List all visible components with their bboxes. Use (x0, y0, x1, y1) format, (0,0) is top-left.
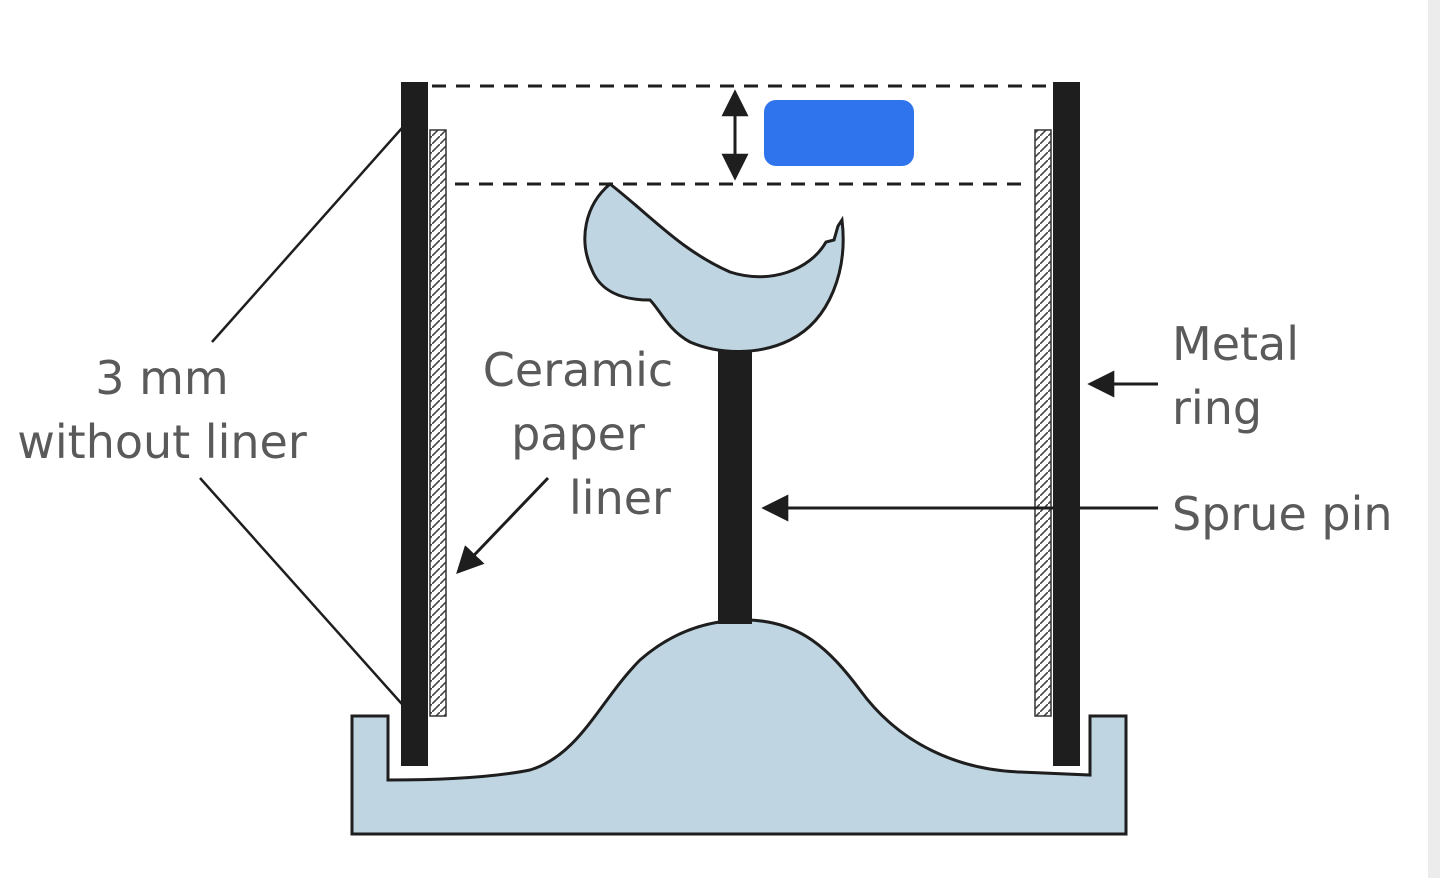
label-ring: ring (1172, 381, 1262, 435)
answer-blank-box[interactable] (764, 100, 914, 166)
crucible-former-base (350, 618, 1128, 836)
ceramic-liner-right (1034, 129, 1052, 717)
wax-pattern (583, 182, 845, 353)
three-mm-leader-bottom (199, 477, 419, 723)
label-ceramic: Ceramic (483, 343, 673, 397)
label-liner: liner (569, 471, 671, 525)
label-paper: paper (511, 407, 645, 461)
metal-ring-left-wall (401, 82, 428, 766)
three-mm-leader-top (211, 109, 419, 343)
label-three-mm: 3 mm (95, 351, 229, 405)
metal-ring-right-wall (1053, 82, 1080, 766)
sprue-pin (718, 350, 752, 624)
label-metal: Metal (1172, 317, 1299, 371)
ceramic-liner-arrow (456, 476, 550, 574)
ceramic-liner-left (429, 129, 447, 717)
label-without-liner: without liner (17, 415, 307, 469)
label-sprue-pin: Sprue pin (1172, 487, 1393, 541)
right-edge-border (1428, 0, 1440, 878)
